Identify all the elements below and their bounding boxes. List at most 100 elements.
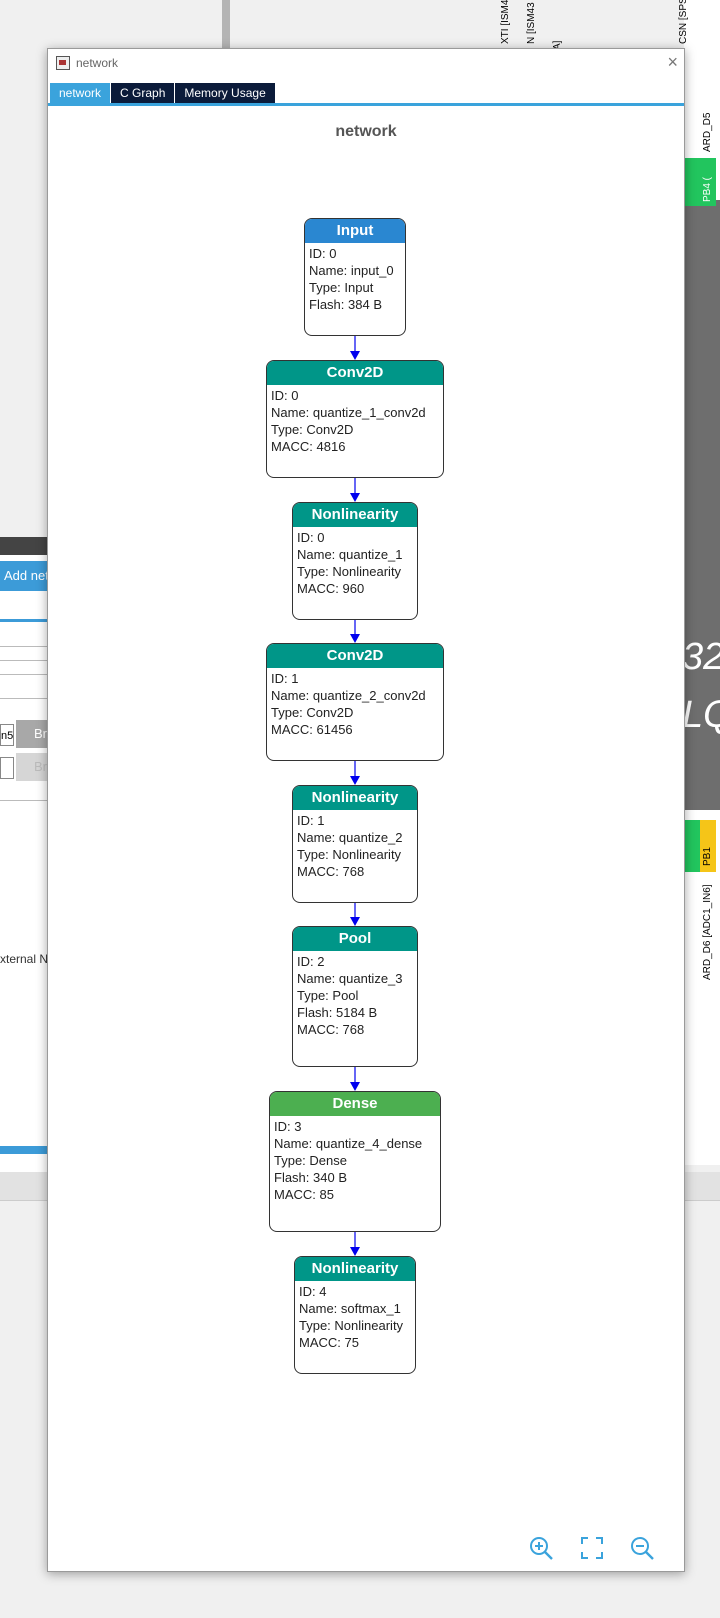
background-pin-label: CSN [SPS <box>678 0 689 44</box>
node-detail-line: MACC: 960 <box>297 581 365 596</box>
tab-bar: network C Graph Memory Usage <box>50 83 276 103</box>
graph-edge-arrowhead <box>350 776 360 785</box>
graph-edge-arrowhead <box>350 1082 360 1091</box>
background-divider <box>0 646 50 647</box>
node-header: Conv2D <box>267 361 443 385</box>
background-pin-green-bottom <box>684 820 700 872</box>
node-header: Conv2D <box>267 644 443 668</box>
tab-network[interactable]: network <box>50 83 111 103</box>
graph-edge-arrowhead <box>350 351 360 360</box>
node-detail-line: Name: softmax_1 <box>299 1301 401 1316</box>
graph-edge-arrowhead <box>350 634 360 643</box>
network-dialog: network × network C Graph Memory Usage n… <box>47 48 685 1572</box>
close-icon[interactable]: × <box>667 52 678 72</box>
tab-c-graph[interactable]: C Graph <box>111 83 175 103</box>
background-left-panel <box>0 537 50 1187</box>
background-pin-label: PB1 <box>702 847 713 866</box>
background-pin-label: ARD_D5 <box>702 112 713 152</box>
node-detail-line: Name: quantize_1 <box>297 547 403 562</box>
background-pin-label: ARD_D6 [ADC1_IN6] <box>702 884 713 980</box>
node-header: Input <box>305 219 405 243</box>
background-divider <box>0 660 50 661</box>
node-detail-line: ID: 1 <box>297 813 325 828</box>
node-detail-line: MACC: 768 <box>297 864 365 879</box>
background-chip-label-1: 32 <box>682 636 720 678</box>
background-pin-label: N [ISM43 <box>526 2 537 44</box>
node-detail-line: Flash: 384 B <box>309 297 382 312</box>
background-external-label: xternal N <box>0 952 49 966</box>
browse-button[interactable]: Br <box>16 720 50 748</box>
background-pin-pb4 <box>700 158 716 206</box>
node-detail-line: Type: Conv2D <box>271 422 354 437</box>
node-detail-line: Name: quantize_2_conv2d <box>271 688 426 703</box>
graph-edges <box>350 336 360 1256</box>
background-divider <box>0 800 50 801</box>
background-left-header <box>0 537 50 555</box>
node-detail-line: MACC: 4816 <box>271 439 346 454</box>
node-detail-line: Type: Nonlinearity <box>297 847 402 862</box>
background-scrollbar <box>222 0 230 50</box>
node-detail-line: MACC: 75 <box>299 1335 359 1350</box>
node-detail-line: ID: 2 <box>297 954 325 969</box>
node-detail-line: MACC: 61456 <box>271 722 353 737</box>
background-pin-pb1 <box>700 820 716 872</box>
node-detail-line: Name: quantize_4_dense <box>274 1136 423 1151</box>
add-network-button[interactable]: Add net <box>0 561 50 591</box>
app-icon <box>56 56 70 70</box>
node-header: Nonlinearity <box>295 1257 415 1281</box>
background-pin-label: PB4 ( <box>702 176 713 202</box>
background-divider <box>0 674 50 675</box>
node-detail-line: Flash: 340 B <box>274 1170 347 1185</box>
node-detail-line: Name: input_0 <box>309 263 394 278</box>
browse-button-disabled: Br <box>16 753 50 781</box>
node-detail-line: Type: Pool <box>297 988 359 1003</box>
node-detail-line: ID: 0 <box>271 388 299 403</box>
graph-edge-arrowhead <box>350 493 360 502</box>
node-detail-line: Flash: 5184 B <box>297 1005 378 1020</box>
background-model-input[interactable]: n5 <box>0 724 14 746</box>
background-pin-label: XTI [ISM4 <box>500 0 511 44</box>
background-pin-green <box>684 158 700 206</box>
node-detail-line: ID: 4 <box>299 1284 327 1299</box>
background-chip-label-2: LQ <box>682 694 720 736</box>
node-detail-line: ID: 0 <box>297 530 325 545</box>
node-detail-line: ID: 3 <box>274 1119 302 1134</box>
fit-screen-icon[interactable] <box>579 1535 605 1561</box>
zoom-in-icon[interactable] <box>528 1535 554 1561</box>
tab-underline <box>48 103 684 106</box>
node-header: Nonlinearity <box>293 503 417 527</box>
node-detail-line: Type: Input <box>309 280 374 295</box>
dialog-titlebar[interactable]: network × <box>48 49 684 79</box>
node-detail-line: MACC: 768 <box>297 1022 365 1037</box>
background-model-input-2[interactable] <box>0 757 14 779</box>
node-detail-line: Name: quantize_1_conv2d <box>271 405 426 420</box>
zoom-out-icon[interactable] <box>629 1535 655 1561</box>
node-detail-line: MACC: 85 <box>274 1187 334 1202</box>
node-detail-line: Name: quantize_3 <box>297 971 403 986</box>
node-detail-line: Name: quantize_2 <box>297 830 403 845</box>
node-detail-line: Type: Conv2D <box>271 705 354 720</box>
graph-edge-arrowhead <box>350 1247 360 1256</box>
node-detail-line: ID: 1 <box>271 671 299 686</box>
tab-memory-usage[interactable]: Memory Usage <box>175 83 275 103</box>
node-detail-line: Type: Nonlinearity <box>299 1318 404 1333</box>
node-header: Nonlinearity <box>293 786 417 810</box>
background-chip <box>684 200 720 810</box>
graph-edge-arrowhead <box>350 917 360 926</box>
